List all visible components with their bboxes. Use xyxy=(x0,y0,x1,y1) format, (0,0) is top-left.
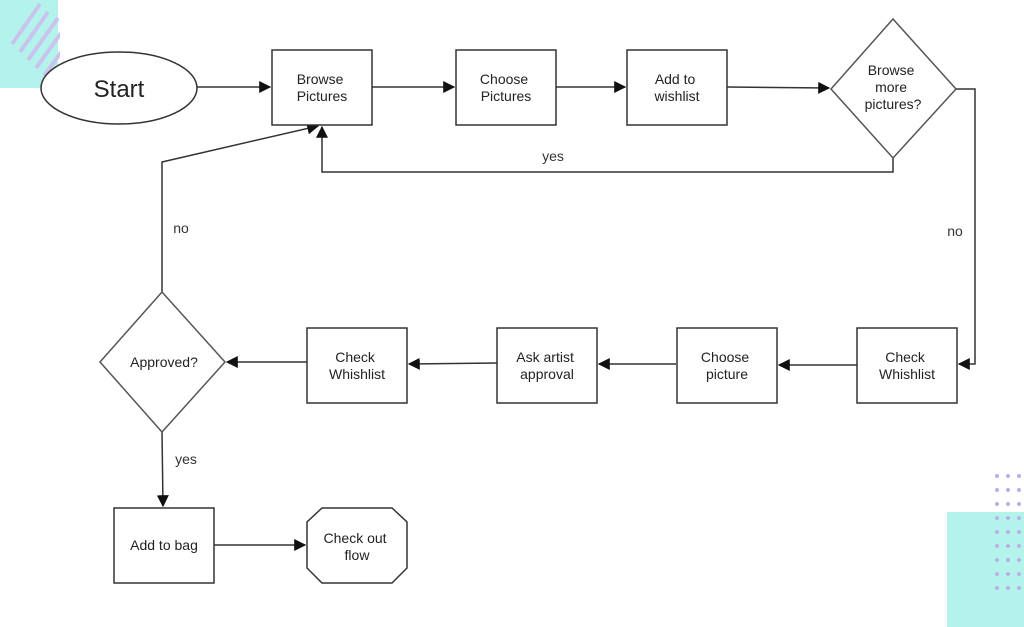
node-check-whishlist-left: Check Whishlist xyxy=(306,327,408,404)
decoration-dot xyxy=(1006,516,1010,520)
decoration-dot xyxy=(1006,572,1010,576)
node-check-whishlist-right-line-2: Whishlist xyxy=(879,366,935,382)
node-add-to-wishlist: Add to wishlist xyxy=(626,49,728,126)
node-ask-artist-approval-line-1: Ask artist xyxy=(516,349,574,365)
decoration-dot xyxy=(995,530,999,534)
node-ask-artist-approval: Ask artist approval xyxy=(496,327,598,404)
edge-wishlist-to-decision xyxy=(726,81,831,94)
svg-text:Ask artist approval: Ask artist approval xyxy=(516,349,577,382)
decoration-dot xyxy=(1006,530,1010,534)
decoration-dot xyxy=(1017,502,1021,506)
svg-text:Check out flow: Check out flow xyxy=(324,530,391,563)
decoration-dot xyxy=(1017,516,1021,520)
node-check-whishlist-left-line-1: Check xyxy=(335,349,376,365)
node-check-out-flow-line-1: Check out xyxy=(324,530,387,546)
decoration-dot xyxy=(1006,502,1010,506)
node-check-whishlist-right-line-1: Check xyxy=(885,349,926,365)
node-check-out-flow-line-2: flow xyxy=(345,547,371,563)
node-choose-pictures-line-2: Pictures xyxy=(481,88,532,104)
node-browse-pictures-line-2: Pictures xyxy=(297,88,348,104)
top-left-stripes xyxy=(10,2,60,78)
node-browse-pictures: Browse Pictures xyxy=(271,49,373,126)
node-add-to-wishlist-line-2: wishlist xyxy=(653,88,699,104)
node-add-to-bag-label: Add to bag xyxy=(130,537,198,553)
node-choose-picture-line-2: picture xyxy=(706,366,748,382)
node-approved-label: Approved? xyxy=(130,354,198,370)
svg-text:Browse more pictur: Browse more pictures? xyxy=(865,62,922,112)
edge-approved-yes xyxy=(156,431,169,508)
decoration-dot xyxy=(995,586,999,590)
decoration-dot xyxy=(1006,488,1010,492)
bottom-right-dot-grid xyxy=(995,474,1021,590)
node-add-to-bag: Add to bag xyxy=(113,507,215,584)
decoration-dot xyxy=(1017,544,1021,548)
bottom-right-decoration xyxy=(947,474,1024,627)
bottom-right-teal-block xyxy=(947,512,1024,627)
svg-text:Browse Pictures: Browse Pictures xyxy=(297,71,348,104)
decoration-dot xyxy=(1006,474,1010,478)
node-add-to-wishlist-line-1: Add to xyxy=(655,71,696,87)
edges xyxy=(156,81,976,551)
node-browse-more-line-2: more xyxy=(875,79,907,95)
decoration-dot xyxy=(995,488,999,492)
edge-label-approved-yes: yes xyxy=(175,451,197,467)
svg-text:Check Whishlist: Check Whishlist xyxy=(329,349,385,382)
node-choose-picture: Choose picture xyxy=(676,327,778,404)
decoration-dot xyxy=(995,544,999,548)
decoration-dot xyxy=(995,558,999,562)
node-browse-more-decision: Browse more pictures? xyxy=(829,17,958,160)
edge-browse-more-yes-loop xyxy=(316,125,894,173)
top-left-decoration xyxy=(0,0,60,88)
decoration-dot xyxy=(995,516,999,520)
decoration-dot xyxy=(1017,530,1021,534)
edge-label-browse-more-yes: yes xyxy=(542,148,564,164)
node-approved-decision: Approved? xyxy=(98,290,227,434)
edge-ask-to-check xyxy=(407,357,498,370)
decoration-dot xyxy=(1017,586,1021,590)
node-browse-pictures-line-1: Browse xyxy=(297,71,344,87)
decoration-dot xyxy=(1006,544,1010,548)
svg-text:Choose Pictures: Choose Pictures xyxy=(480,71,532,104)
edge-label-browse-more-no: no xyxy=(947,223,963,239)
decoration-dot xyxy=(1006,558,1010,562)
node-browse-more-line-1: Browse xyxy=(868,62,915,78)
svg-text:Check Whishlist: Check Whishlist xyxy=(879,349,935,382)
decoration-dot xyxy=(1017,572,1021,576)
node-choose-pictures-line-1: Choose xyxy=(480,71,528,87)
edge-approved-no-loop xyxy=(161,122,320,292)
decoration-dot xyxy=(1006,586,1010,590)
decoration-dot xyxy=(1017,558,1021,562)
node-check-whishlist-left-line-2: Whishlist xyxy=(329,366,385,382)
decoration-dot xyxy=(1017,488,1021,492)
node-start: Start xyxy=(40,51,198,125)
node-check-whishlist-right: Check Whishlist xyxy=(856,327,958,404)
decoration-dot xyxy=(1017,474,1021,478)
node-choose-pictures: Choose Pictures xyxy=(455,49,557,126)
decoration-dot xyxy=(995,474,999,478)
decoration-dot xyxy=(995,572,999,576)
edge-label-approved-no: no xyxy=(173,220,189,236)
node-browse-more-line-3: pictures? xyxy=(865,96,922,112)
edge-browse-more-no xyxy=(956,88,976,370)
node-start-label: Start xyxy=(94,76,145,103)
node-choose-picture-line-1: Choose xyxy=(701,349,749,365)
decoration-dot xyxy=(995,502,999,506)
svg-text:Add to wishlist: Add to wishlist xyxy=(653,71,699,104)
svg-text:Choose picture: Choose picture xyxy=(701,349,753,382)
node-check-out-flow: Check out flow xyxy=(306,507,408,584)
node-ask-artist-approval-line-2: approval xyxy=(520,366,574,382)
